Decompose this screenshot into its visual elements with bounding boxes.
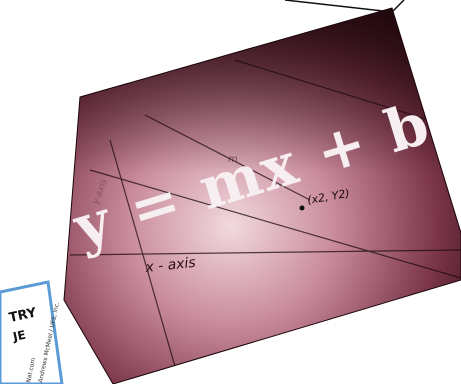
graph-lines bbox=[69, 59, 461, 384]
faint-label-m: m bbox=[228, 154, 238, 165]
background-paper bbox=[284, 0, 405, 13]
point-marker bbox=[299, 205, 305, 211]
comic-line-2: JE bbox=[11, 328, 27, 345]
comic-line-1: TRY bbox=[8, 305, 39, 326]
x-axis-label: x - axis bbox=[144, 255, 197, 276]
comic-fragment: TRY JE Andrews McMeel / UFS, Inc. Nat.co… bbox=[0, 280, 64, 384]
